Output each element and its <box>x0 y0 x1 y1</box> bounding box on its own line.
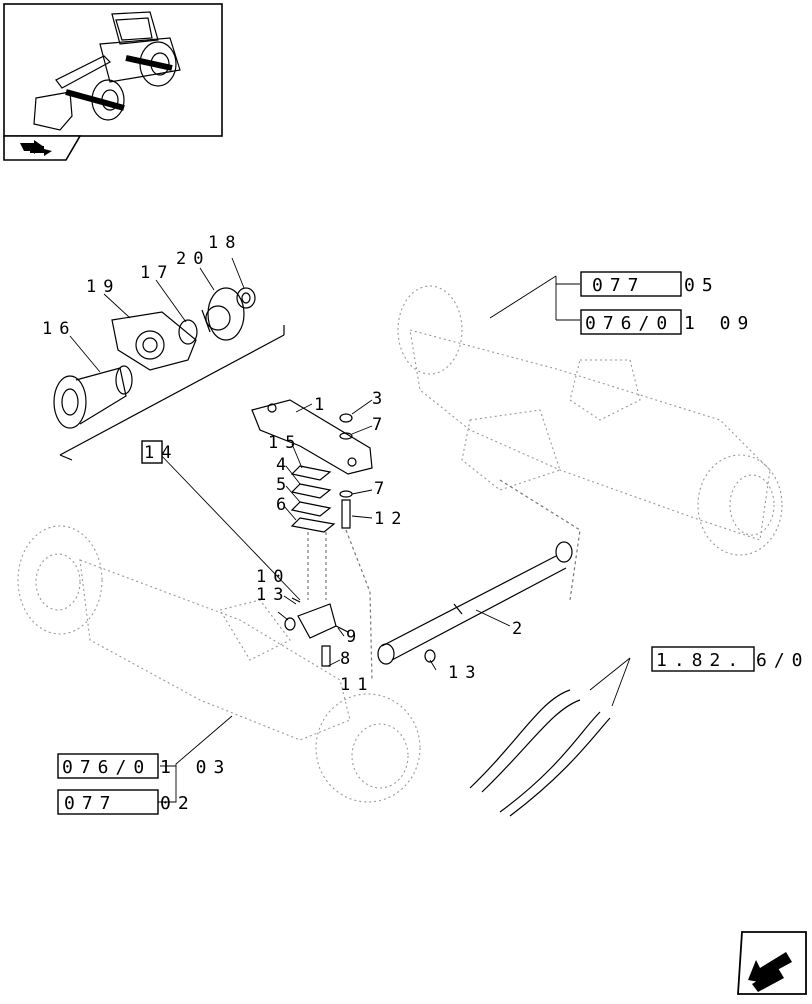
callout-20[interactable]: 20 <box>176 249 210 269</box>
rear-axle-ghost <box>397 285 783 601</box>
ref-076-01-03[interactable]: 076/0 1 03 <box>57 753 231 779</box>
svg-text:02: 02 <box>160 793 196 814</box>
next-page-arrow-icon <box>748 952 792 992</box>
callout-17[interactable]: 17 <box>140 263 174 283</box>
callout-8[interactable]: 8 <box>340 649 357 669</box>
svg-text:076/0: 076/0 <box>585 313 674 334</box>
callout-14[interactable]: 14 <box>141 440 178 464</box>
flange-yoke-part <box>53 365 133 429</box>
svg-text:14: 14 <box>144 443 178 463</box>
callout-19[interactable]: 19 <box>86 277 120 297</box>
svg-text:1 09: 1 09 <box>684 313 755 334</box>
ref-076-01-09[interactable]: 076/0 1 09 <box>580 309 755 335</box>
callout-2[interactable]: 2 <box>512 619 529 639</box>
callout-6[interactable]: 6 <box>276 495 293 515</box>
svg-text:077: 077 <box>592 275 646 296</box>
callout-13a[interactable]: 13 <box>256 585 290 605</box>
thumbnail-nav-tab[interactable] <box>3 135 82 161</box>
callout-15[interactable]: 15 <box>268 433 302 453</box>
callout-11[interactable]: 11 <box>340 675 374 695</box>
callout-3[interactable]: 3 <box>372 389 389 409</box>
svg-text:1 03: 1 03 <box>160 757 231 778</box>
svg-text:6/0: 6/0 <box>756 650 810 671</box>
callout-1[interactable]: 1 <box>314 395 331 415</box>
callout-13b[interactable]: 13 <box>448 663 482 683</box>
arrow-swap-icon <box>20 140 52 156</box>
ref-077-02[interactable]: 077 02 <box>57 789 196 815</box>
flange-part <box>201 287 245 341</box>
callout-7a[interactable]: 7 <box>372 415 389 435</box>
support-bracket-part <box>111 311 197 371</box>
callout-4[interactable]: 4 <box>276 455 293 475</box>
svg-text:05: 05 <box>684 275 720 296</box>
small-fittings <box>284 597 436 667</box>
callout-5[interactable]: 5 <box>276 475 293 495</box>
svg-text:076/0: 076/0 <box>62 757 151 778</box>
ref-077-05[interactable]: 077 05 <box>580 271 720 297</box>
seal-ring-part <box>178 319 198 345</box>
drive-shaft-part <box>377 541 573 665</box>
callout-7b[interactable]: 7 <box>374 479 391 499</box>
thumbnail-panel[interactable] <box>3 3 223 137</box>
front-axle-ghost <box>17 525 421 803</box>
callout-18[interactable]: 18 <box>208 233 242 253</box>
callout-9[interactable]: 9 <box>346 627 363 647</box>
leader-lines <box>157 275 580 803</box>
callout-10[interactable]: 10 <box>256 567 290 587</box>
svg-text:077: 077 <box>64 793 118 814</box>
ref-182-60[interactable]: 1.82. 6/0 <box>651 646 810 672</box>
callout-labels: 1 2 3 4 5 6 7 7 8 9 10 11 12 13 13 15 16… <box>42 233 529 695</box>
wheel-loader-thumbnail-icon <box>33 11 181 131</box>
cap-part <box>236 287 256 309</box>
flange-assembly-inset <box>53 257 285 461</box>
svg-text:1.82.: 1.82. <box>656 650 745 671</box>
next-page-button[interactable] <box>737 931 807 995</box>
callout-12[interactable]: 12 <box>374 509 408 529</box>
hose-part <box>469 657 631 817</box>
callout-16[interactable]: 16 <box>42 319 76 339</box>
